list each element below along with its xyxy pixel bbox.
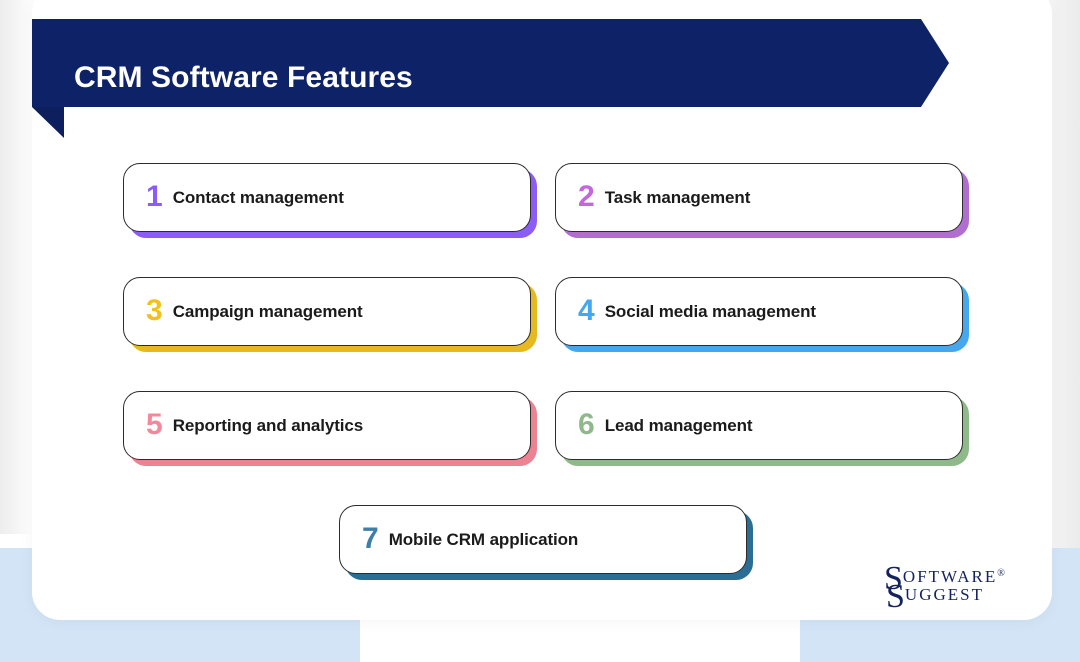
logo-line-2: Suggest — [886, 580, 984, 614]
feature-card-6-label: Lead management — [604, 415, 753, 435]
feature-row-2: 3 Campaign management 4 Social media man… — [123, 277, 969, 352]
feature-row-3: 5 Reporting and analytics 6 Lead managem… — [123, 391, 969, 466]
feature-card-5-label: Reporting and analytics — [172, 415, 364, 435]
feature-card-grid: 1 Contact management 2 Task management 3… — [123, 163, 969, 580]
feature-card-2-label: Task management — [604, 187, 751, 207]
feature-card-7[interactable]: 7 Mobile CRM application — [339, 505, 753, 580]
feature-card-7-number: 7 — [362, 521, 379, 555]
page-title: CRM Software Features — [74, 61, 413, 94]
feature-card-6[interactable]: 6 Lead management — [555, 391, 969, 466]
logo-line-1-text: oftware — [902, 567, 998, 586]
feature-card-1[interactable]: 1 Contact management — [123, 163, 537, 238]
logo-line-2-capital: S — [886, 578, 905, 615]
feature-card-5-number: 5 — [146, 407, 163, 441]
feature-card-1-number: 1 — [146, 179, 163, 213]
header-ribbon: CRM Software Features — [18, 19, 953, 138]
feature-card-4-face: 4 Social media management — [555, 277, 963, 346]
background-edge-gradient-left — [0, 0, 34, 534]
registered-trademark-icon: ® — [997, 568, 1005, 579]
feature-card-4[interactable]: 4 Social media management — [555, 277, 969, 352]
feature-row-4: 7 Mobile CRM application — [123, 505, 963, 580]
feature-row-1: 1 Contact management 2 Task management — [123, 163, 969, 238]
feature-card-2-face: 2 Task management — [555, 163, 963, 232]
feature-card-2-number: 2 — [578, 179, 595, 213]
logo-line-1-capital: S — [884, 560, 903, 597]
feature-card-6-number: 6 — [578, 407, 595, 441]
feature-card-7-face: 7 Mobile CRM application — [339, 505, 747, 574]
feature-card-3-number: 3 — [146, 293, 163, 327]
logo-line-1: Software® — [884, 562, 1005, 596]
feature-card-3-label: Campaign management — [172, 301, 363, 321]
feature-card-1-label: Contact management — [172, 187, 344, 207]
feature-card-3-face: 3 Campaign management — [123, 277, 531, 346]
feature-card-3[interactable]: 3 Campaign management — [123, 277, 537, 352]
feature-card-2[interactable]: 2 Task management — [555, 163, 969, 238]
feature-card-7-label: Mobile CRM application — [388, 529, 579, 549]
logo-line-2-text: uggest — [904, 585, 984, 604]
feature-card-1-face: 1 Contact management — [123, 163, 531, 232]
feature-card-5[interactable]: 5 Reporting and analytics — [123, 391, 537, 466]
feature-card-4-number: 4 — [578, 293, 595, 327]
feature-card-4-label: Social media management — [604, 301, 816, 321]
ribbon-body — [32, 19, 950, 107]
feature-card-5-face: 5 Reporting and analytics — [123, 391, 531, 460]
feature-card-6-face: 6 Lead management — [555, 391, 963, 460]
softwaresuggest-logo[interactable]: Software® Suggest — [884, 562, 1036, 614]
